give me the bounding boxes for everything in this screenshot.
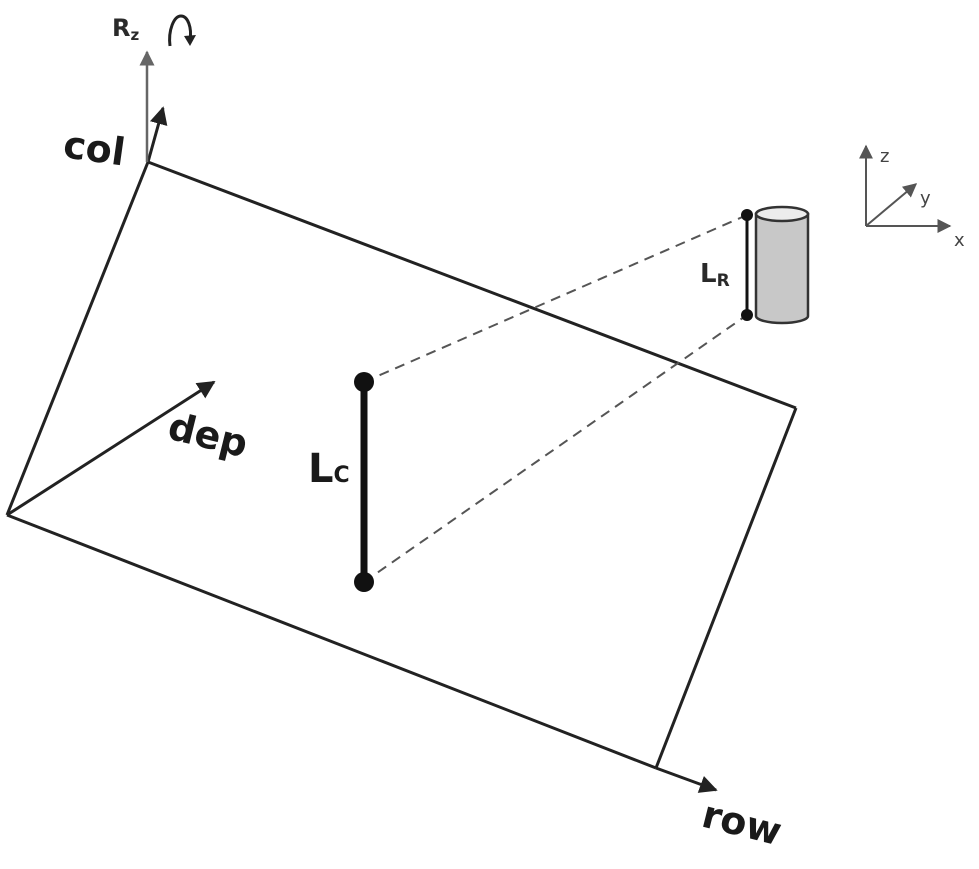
world-x-label: x — [954, 230, 965, 251]
cylinder-body — [754, 212, 810, 325]
rotation-arrow-icon — [168, 14, 192, 47]
lc-label-main: L — [308, 446, 334, 492]
frame-edge-left — [5, 161, 150, 516]
world-y-label: y — [920, 188, 931, 209]
col-axis-arrow — [146, 106, 168, 163]
row-axis-arrow — [655, 766, 718, 793]
dep-axis-arrow — [6, 380, 216, 517]
rz-label-sub: z — [130, 26, 139, 44]
cylinder-object — [754, 205, 810, 325]
lr-label: LR — [700, 259, 730, 291]
lc-bottom-endpoint — [354, 572, 374, 592]
row-axis-label: row — [698, 792, 786, 854]
dep-axis-label: dep — [164, 404, 252, 466]
rz-label-main: R — [112, 14, 130, 42]
lc-top-endpoint — [354, 372, 374, 392]
lr-top-endpoint — [741, 209, 753, 221]
projection-lines — [363, 214, 748, 583]
rz-label: Rz — [112, 14, 139, 44]
frame-edge-right — [654, 407, 798, 769]
lc-label: LC — [308, 446, 350, 492]
lr-bottom-endpoint — [741, 309, 753, 321]
image-plane-frame — [5, 160, 798, 770]
frame-edge-bottom — [6, 513, 657, 770]
world-axes: z y x — [859, 144, 965, 251]
world-z-label: z — [880, 146, 889, 167]
lr-label-main: L — [700, 259, 717, 289]
world-y-axis — [865, 183, 918, 227]
rotation-arrowhead-icon — [184, 35, 196, 46]
lc-label-sub: C — [334, 463, 350, 488]
frame-edge-top — [147, 160, 797, 410]
lr-label-sub: R — [717, 271, 730, 291]
projection-line-bottom — [363, 314, 748, 583]
col-axis-label: col — [61, 122, 128, 174]
projection-line-top — [363, 214, 748, 383]
cylinder-top — [754, 205, 810, 223]
